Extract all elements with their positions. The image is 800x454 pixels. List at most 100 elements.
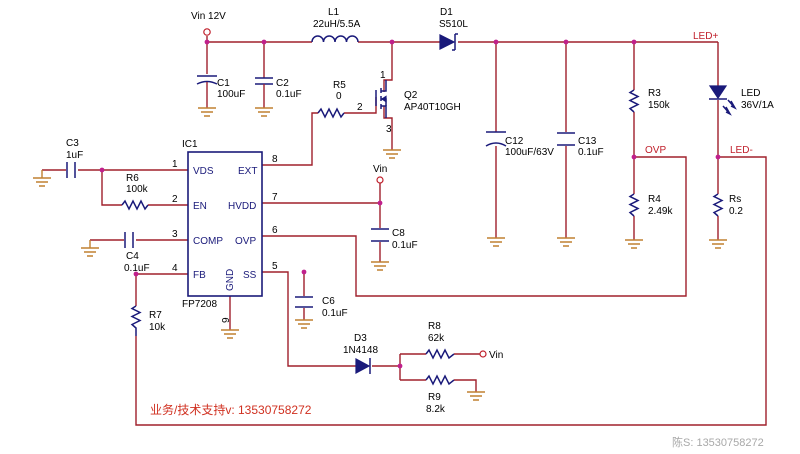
watermark-text: 陈S: 13530758272 (672, 435, 764, 449)
d3-value: 1N4148 (343, 345, 378, 356)
r8-value: 62k (428, 333, 445, 344)
d1-ref: D1 (440, 7, 453, 18)
led-value: 36V/1A (741, 100, 774, 111)
capacitor-c13 (557, 132, 575, 146)
resistor-r5 (317, 107, 345, 119)
ic-pin-name-en: EN (193, 201, 207, 212)
c1-ref: C1 (217, 78, 230, 89)
capacitor-c6 (295, 296, 313, 308)
q2-drain-pin: 1 (380, 70, 386, 81)
resistor-r6 (121, 199, 149, 211)
rs-ref: Rs (729, 194, 741, 205)
vin-12v-label: Vin 12V (191, 11, 226, 22)
capacitor-c12 (485, 131, 507, 147)
r3-value: 150k (648, 100, 671, 111)
r7-ref: R7 (149, 310, 162, 321)
capacitor-c4 (124, 232, 134, 248)
ground-r4 (625, 239, 643, 249)
ic-pin-num-3: 3 (172, 229, 178, 240)
r6-ref: R6 (126, 173, 139, 184)
r5-ref: R5 (333, 80, 346, 91)
resistor-r4 (628, 193, 640, 217)
l1-ref: L1 (328, 7, 340, 18)
ground-r9 (467, 391, 485, 401)
ic-pin-name-vds: VDS (193, 166, 214, 177)
capacitor-c2 (255, 77, 273, 108)
ground-ic (221, 329, 239, 339)
resistor-r7 (130, 305, 142, 336)
q2-source-pin: 3 (386, 124, 392, 135)
r7-value: 10k (149, 322, 166, 333)
ic-pin-name-hvdd: HVDD (228, 201, 256, 212)
diode-d1 (439, 33, 458, 51)
ground-c13 (557, 237, 575, 247)
ic-pin-name-ss: SS (243, 270, 257, 281)
d1-value: S510L (439, 19, 468, 30)
led-minus-label: LED- (730, 145, 753, 156)
ic-pin-num-1: 1 (172, 159, 178, 170)
ic-ref: IC1 (182, 139, 198, 150)
c13-ref: C13 (578, 136, 597, 147)
ic-pin-name-fb: FB (193, 270, 206, 281)
resistor-r9 (425, 374, 455, 386)
ground-c2 (255, 107, 273, 117)
q2-value: AP40T10GH (404, 102, 461, 113)
c12-ref: C12 (505, 136, 524, 147)
vin-r8-label: Vin (489, 350, 503, 361)
ic-pin-name-gnd: GND (225, 269, 236, 291)
capacitor-c1 (196, 75, 218, 108)
ic-fp7208 (187, 151, 263, 297)
vin-terminal-r8 (479, 350, 487, 358)
ic-pin-num-8: 8 (272, 154, 278, 165)
ground-q2 (383, 149, 401, 159)
c8-ref: C8 (392, 228, 405, 239)
c3-ref: C3 (66, 138, 79, 149)
l1-value: 22uH/5.5A (313, 19, 361, 30)
c13-value: 0.1uF (578, 147, 604, 158)
ic-pin-num-9: 9 (221, 317, 232, 323)
led-plus-label: LED+ (693, 31, 718, 42)
ic-pin-num-2: 2 (172, 194, 178, 205)
r9-ref: R9 (428, 392, 441, 403)
vin-terminal-hvdd (376, 176, 384, 184)
ground-c12 (487, 237, 505, 247)
r9-value: 8.2k (426, 404, 446, 415)
c6-ref: C6 (322, 296, 335, 307)
ic-pin-name-ext: EXT (238, 166, 257, 177)
c8-value: 0.1uF (392, 240, 418, 251)
r4-ref: R4 (648, 194, 661, 205)
r8-ref: R8 (428, 321, 441, 332)
led-ref: LED (741, 88, 760, 99)
c4-value: 0.1uF (124, 263, 150, 274)
d3-ref: D3 (354, 333, 367, 344)
c2-value: 0.1uF (276, 89, 302, 100)
vin-terminal-main (203, 28, 211, 36)
c1-value: 100uF (217, 89, 245, 100)
ground-c4 (81, 240, 99, 257)
c3-value: 1uF (66, 150, 83, 161)
r6-value: 100k (126, 184, 149, 195)
q2-gate-pin: 2 (357, 102, 363, 113)
r5-value: 0 (336, 91, 342, 102)
r4-value: 2.49k (648, 206, 673, 217)
ic-pin-num-7: 7 (272, 192, 278, 203)
support-contact-text: 业务/技术支持v: 13530758272 (150, 402, 312, 417)
capacitor-c3 (66, 162, 76, 178)
ground-c3 (33, 170, 51, 187)
r3-ref: R3 (648, 88, 661, 99)
ground-c6 (295, 319, 313, 329)
led-diode (708, 85, 737, 116)
q2-ref: Q2 (404, 90, 418, 101)
c12-value: 100uF/63V (505, 147, 554, 158)
ic-part: FP7208 (182, 299, 217, 310)
diode-d3 (355, 357, 371, 375)
wires (42, 36, 767, 426)
ic-pin-name-ovp: OVP (235, 236, 256, 247)
mosfet-q2 (375, 80, 387, 118)
resistor-r3 (628, 89, 640, 113)
ic-pin-name-comp: COMP (193, 236, 223, 247)
capacitor-c8 (371, 228, 389, 242)
rs-value: 0.2 (729, 206, 743, 217)
c4-ref: C4 (126, 251, 139, 262)
